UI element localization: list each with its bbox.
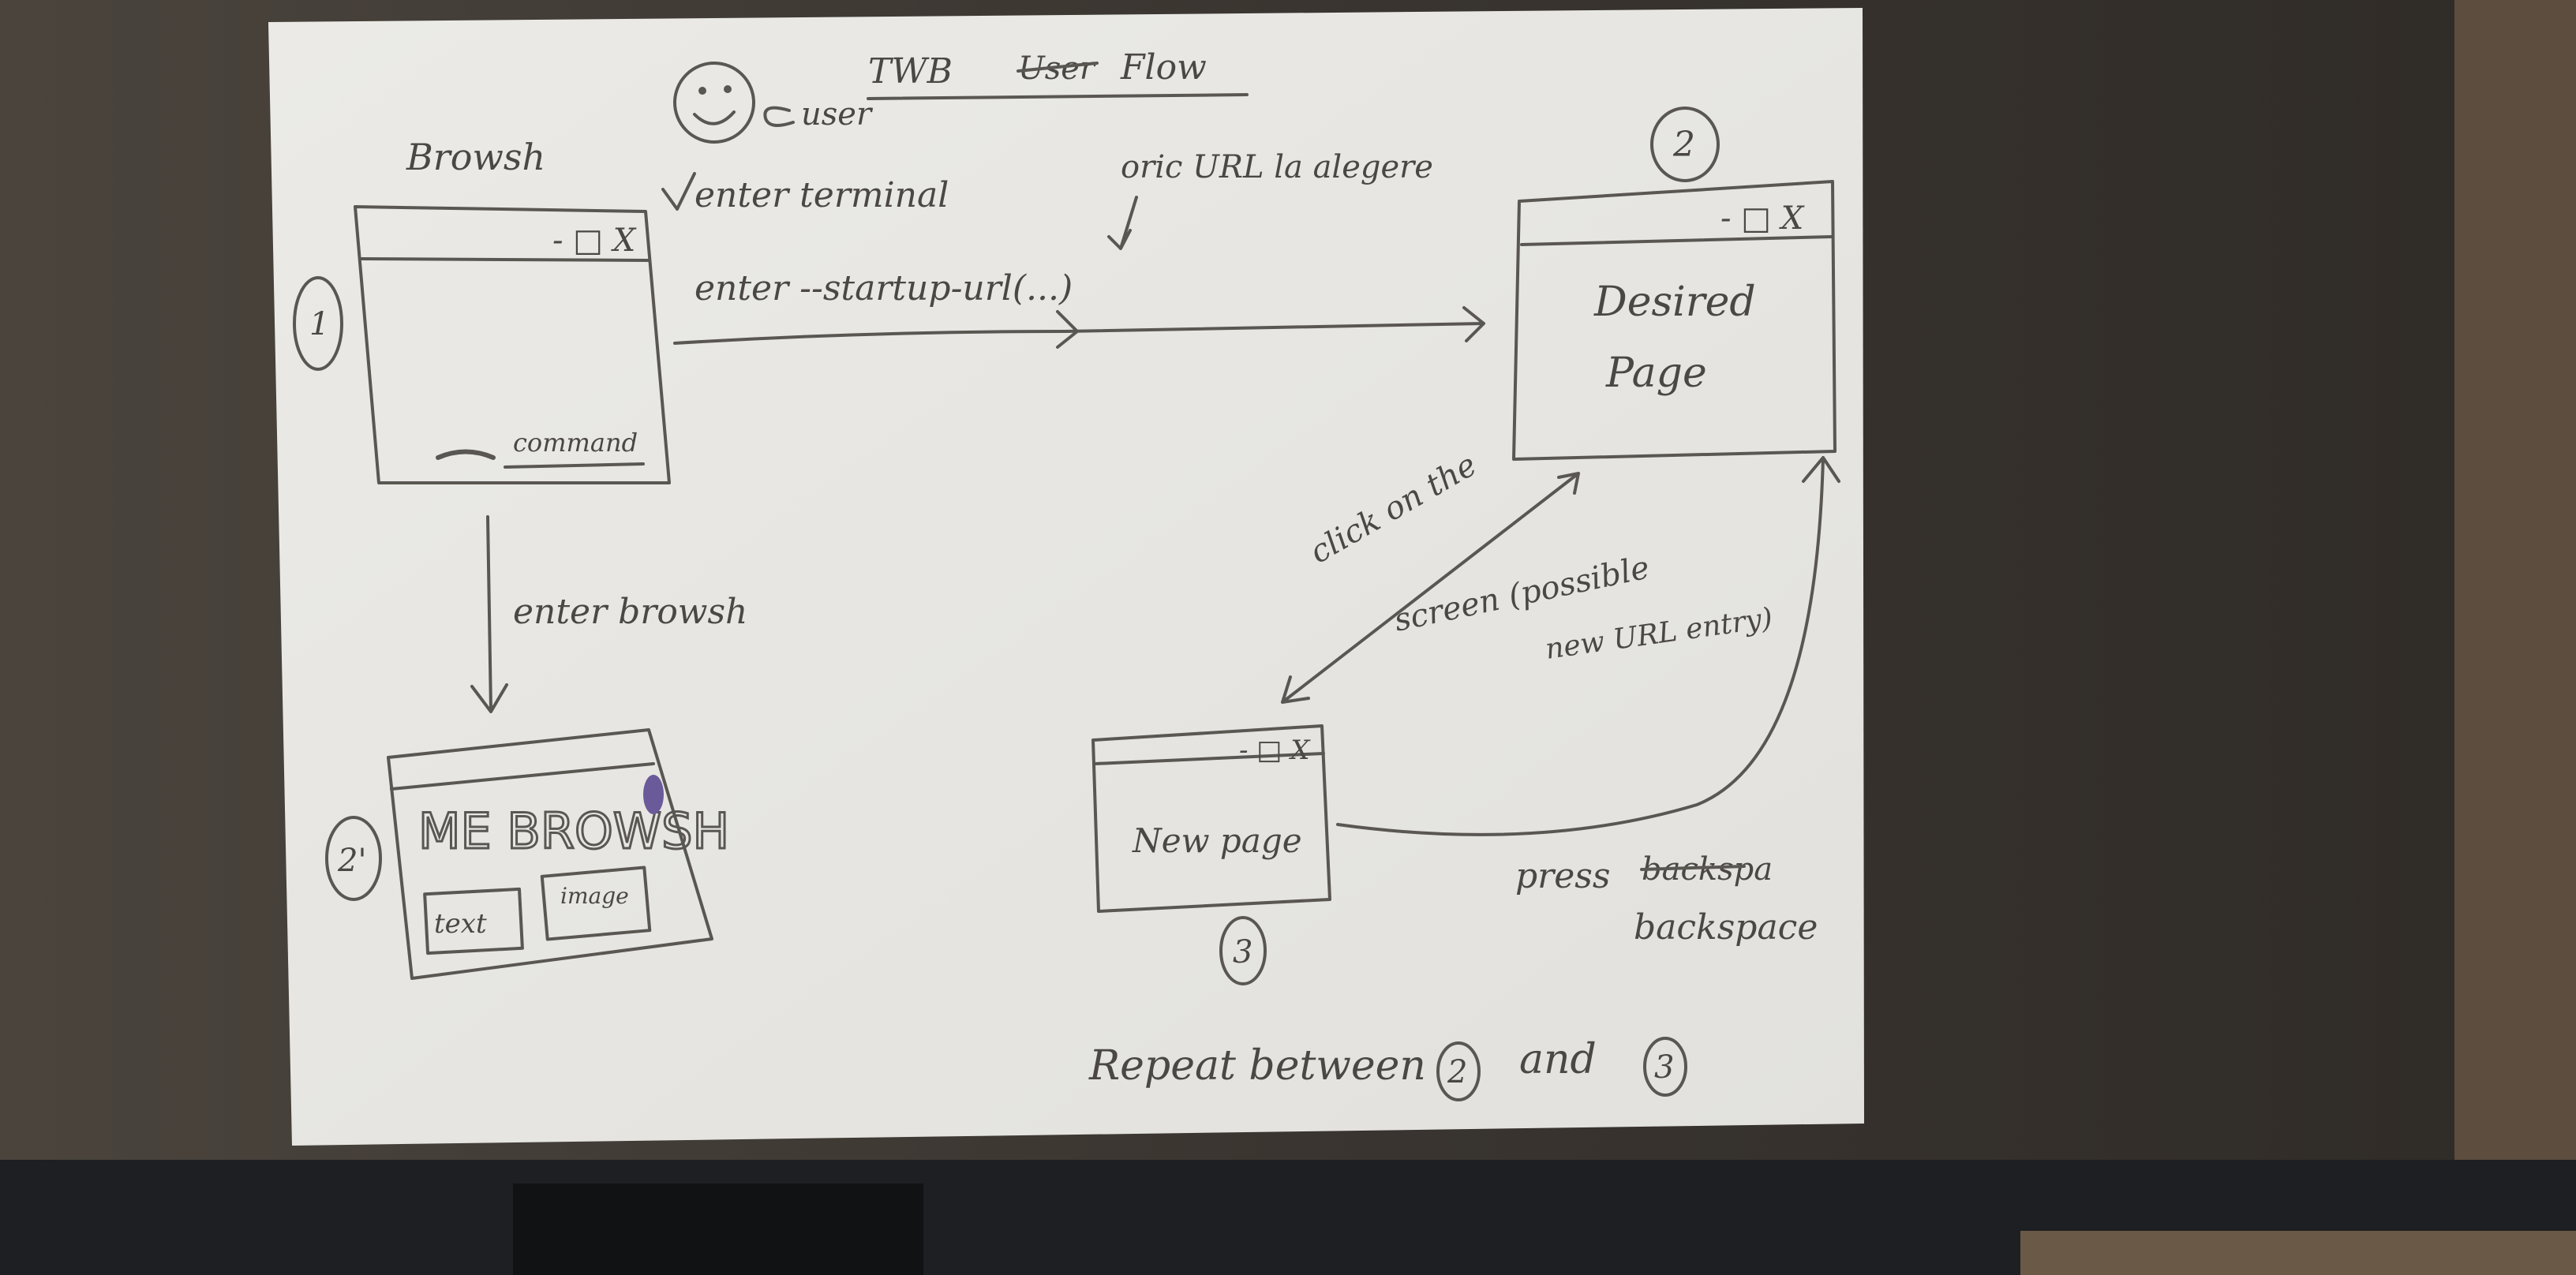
click-arrow	[1281, 472, 1580, 704]
text-box	[423, 887, 524, 955]
bottom-edge-block	[513, 1183, 923, 1275]
backspace-arrow	[1336, 456, 1840, 836]
paper-sheet	[268, 8, 1864, 1146]
repeat-step-2-label: 2	[1447, 1054, 1467, 1090]
step-2-prime-label: 2'	[337, 843, 366, 879]
title-twb: TWB	[868, 51, 953, 92]
step-1-label: 1	[309, 306, 329, 342]
step-1-circle	[293, 276, 343, 371]
new-page-label: New page	[1132, 821, 1302, 860]
image-box	[540, 866, 652, 941]
enter-browsh-arrow	[470, 515, 508, 713]
step-2-circle	[1650, 107, 1720, 182]
new-page-window-controls: - □ X	[1239, 735, 1311, 766]
url-note-arrow	[1107, 196, 1138, 250]
browsh-start-window	[387, 728, 713, 980]
command-strike	[436, 449, 496, 460]
press-label: press	[1515, 856, 1610, 896]
bottom-right-floor	[2020, 1231, 2576, 1275]
desired-page-line1: Desired	[1593, 279, 1756, 326]
browsh-window-controls: - □ X	[552, 222, 637, 259]
text-box-label: text	[434, 908, 487, 940]
user-arrow	[763, 106, 795, 127]
step-3-label: 3	[1233, 934, 1252, 970]
press-strike-line	[1640, 865, 1746, 871]
desired-page-window-controls: - □ X	[1720, 200, 1805, 237]
command-label: command	[513, 428, 638, 458]
step-2-prime-circle	[325, 816, 382, 901]
new-page-window	[1091, 724, 1331, 913]
flow-arrow-hook	[1056, 310, 1079, 349]
step-3-circle	[1219, 916, 1267, 985]
title-flow: Flow	[1120, 47, 1207, 88]
repeat-and-text: and	[1519, 1036, 1597, 1083]
desired-page-line2: Page	[1605, 350, 1707, 397]
image-box-label: image	[560, 883, 629, 909]
flow-arrow-1-to-2	[673, 306, 1485, 345]
repeat-note-text: Repeat between	[1088, 1042, 1426, 1090]
repeat-step-3-circle	[1643, 1037, 1687, 1097]
step-2-label: 2	[1672, 125, 1695, 165]
strike-line	[1017, 62, 1099, 73]
enter-terminal-label: enter terminal	[695, 175, 949, 215]
browsh-label: Browsh	[406, 136, 545, 178]
enter-browsh-label: enter browsh	[513, 592, 747, 632]
purple-marker-dot	[643, 775, 664, 814]
command-underline	[504, 462, 645, 469]
repeat-step-2-circle	[1436, 1041, 1481, 1101]
title-underline	[867, 93, 1249, 100]
repeat-step-3-label: 3	[1654, 1049, 1674, 1086]
browsh-window	[354, 205, 671, 484]
startup-command: enter --startup-url(...)	[695, 268, 1073, 308]
user-smiley-icon	[673, 62, 755, 144]
user-label: user	[801, 96, 874, 133]
check-mark	[661, 172, 696, 211]
backspace-label: backspace	[1634, 907, 1818, 948]
url-note: oric URL la alegere	[1121, 149, 1433, 185]
browsh-logo: ME BROWSH	[418, 802, 729, 860]
right-wall	[2454, 0, 2576, 1275]
desired-page-window	[1512, 180, 1837, 461]
